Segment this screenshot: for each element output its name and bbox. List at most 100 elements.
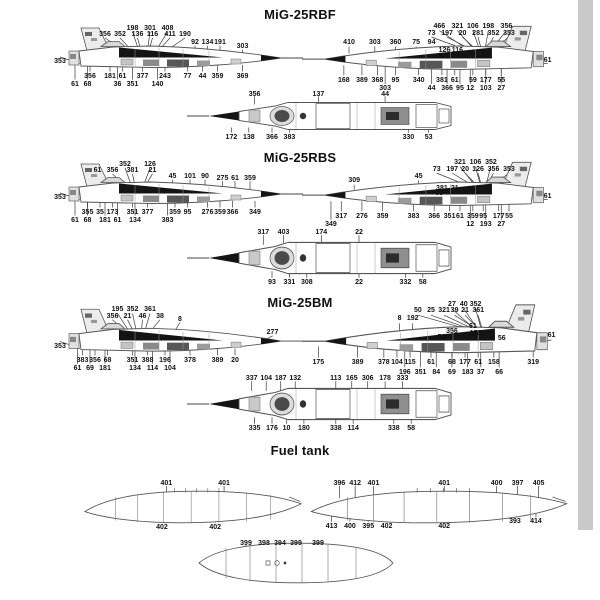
- callout-number: 177: [492, 212, 505, 220]
- callout-number: 330: [402, 133, 415, 141]
- callout-number: 356: [500, 23, 513, 31]
- callout-number: 8: [178, 315, 182, 323]
- callout-number: 77: [183, 72, 192, 80]
- callout-number: 397: [511, 480, 524, 488]
- callout-number: 306: [361, 375, 374, 383]
- callout-number: 158: [488, 359, 500, 367]
- callout-number: 134: [201, 39, 214, 47]
- callout-number: 61: [231, 174, 239, 182]
- callout-number: 165: [345, 375, 358, 383]
- callout-number: 68: [83, 80, 92, 88]
- callout-number: 181: [99, 365, 111, 373]
- callout-number: 134: [129, 216, 141, 224]
- callout-number: 359: [467, 212, 479, 220]
- callout-number: 25: [427, 307, 435, 315]
- callout-number: 281: [472, 29, 484, 37]
- callout-number: 352: [487, 29, 500, 37]
- callout-number: 389: [211, 356, 224, 364]
- callout-number: 319: [527, 359, 540, 367]
- callout-number: 408: [161, 25, 174, 33]
- callout-number: 351: [126, 356, 139, 364]
- callout-number: 177: [479, 76, 492, 84]
- callout-number: 106: [467, 23, 479, 31]
- callout-number: 22: [355, 279, 363, 286]
- callout-number: 303: [379, 85, 391, 93]
- callout-number: 359: [214, 208, 226, 216]
- callout-number: 399: [312, 540, 324, 547]
- callout-number: 45: [414, 173, 423, 181]
- callout-number: 104: [391, 359, 403, 367]
- callout-number: 399: [240, 540, 252, 547]
- callout-number: 68: [103, 356, 112, 364]
- callout-number: 352: [485, 159, 497, 167]
- callout-number: 366: [266, 133, 278, 141]
- callout-number: 61: [469, 323, 477, 331]
- callout-number: 349: [249, 208, 261, 216]
- callout-number: 359: [244, 174, 256, 182]
- callout-number: 50: [413, 307, 422, 315]
- callout-number: 383: [407, 212, 420, 220]
- callout-number: 317: [257, 229, 270, 237]
- callout-number: 53: [424, 133, 433, 141]
- callout-number: 361: [144, 306, 156, 314]
- callout-number: 395: [362, 522, 375, 530]
- callout-number: 37: [476, 368, 485, 376]
- callout-number: 104: [164, 365, 176, 373]
- callout-number: 61: [456, 212, 464, 220]
- callout-number: 61: [481, 51, 490, 59]
- callout-number: 55: [505, 212, 513, 220]
- callout-number: 466: [433, 23, 446, 31]
- callout-number: 61: [547, 332, 556, 339]
- fuel-tank-side-art: [84, 487, 302, 524]
- callout-number: 61: [143, 52, 152, 60]
- callout-number: 104: [260, 375, 273, 383]
- callout-number: 356: [446, 328, 458, 335]
- callout-number: 366: [226, 208, 239, 216]
- callout-number: 277: [266, 328, 279, 336]
- callout-number: 400: [344, 522, 356, 530]
- callout-number: 366: [441, 85, 453, 93]
- callout-number: 394: [274, 540, 286, 547]
- callout-number: 399: [290, 540, 302, 547]
- callout-number: 351: [126, 80, 139, 88]
- callout-number: 68: [448, 359, 456, 367]
- callout-number: 381: [126, 167, 139, 175]
- callout-number: 197: [446, 165, 459, 173]
- callout-number: 275: [216, 174, 229, 182]
- callout-number: 22: [355, 229, 363, 237]
- callout-number: 187: [274, 375, 287, 383]
- callout-number: 378: [184, 356, 196, 364]
- callout-number: 168: [338, 76, 350, 84]
- callout-number: 383: [161, 216, 174, 224]
- callout-number: 369: [236, 72, 249, 80]
- callout-number: 331: [283, 279, 296, 286]
- callout-number: 21: [461, 307, 469, 315]
- callout-number: 321: [454, 159, 466, 167]
- callout-number: 61: [71, 216, 79, 224]
- callout-number: 40: [459, 300, 468, 308]
- callout-number: 192: [406, 315, 419, 323]
- callout-number: 378: [377, 359, 390, 367]
- callout-number: 95: [183, 208, 192, 216]
- callout-number: 401: [160, 480, 173, 488]
- callout-number: 61: [126, 334, 134, 342]
- section-title-mig25rbf: MiG-25RBF: [264, 7, 336, 22]
- callout-number: 58: [418, 279, 427, 286]
- callout-number: 44: [427, 85, 436, 93]
- callout-number: 181: [104, 72, 116, 80]
- scrollbar-thumb[interactable]: [578, 0, 593, 530]
- callout-number: 401: [367, 480, 380, 488]
- callout-number: 402: [209, 523, 222, 531]
- callout-number: 126: [144, 161, 156, 169]
- callout-number: 61: [450, 76, 459, 84]
- callout-number: 115: [404, 359, 416, 367]
- callout-number: 21: [450, 184, 459, 192]
- callout-number: 393: [509, 518, 521, 526]
- callout-number: 27: [497, 221, 506, 229]
- callout-number: 138: [242, 133, 255, 141]
- callout-number: 333: [396, 375, 409, 383]
- callout-number: 196: [398, 368, 411, 376]
